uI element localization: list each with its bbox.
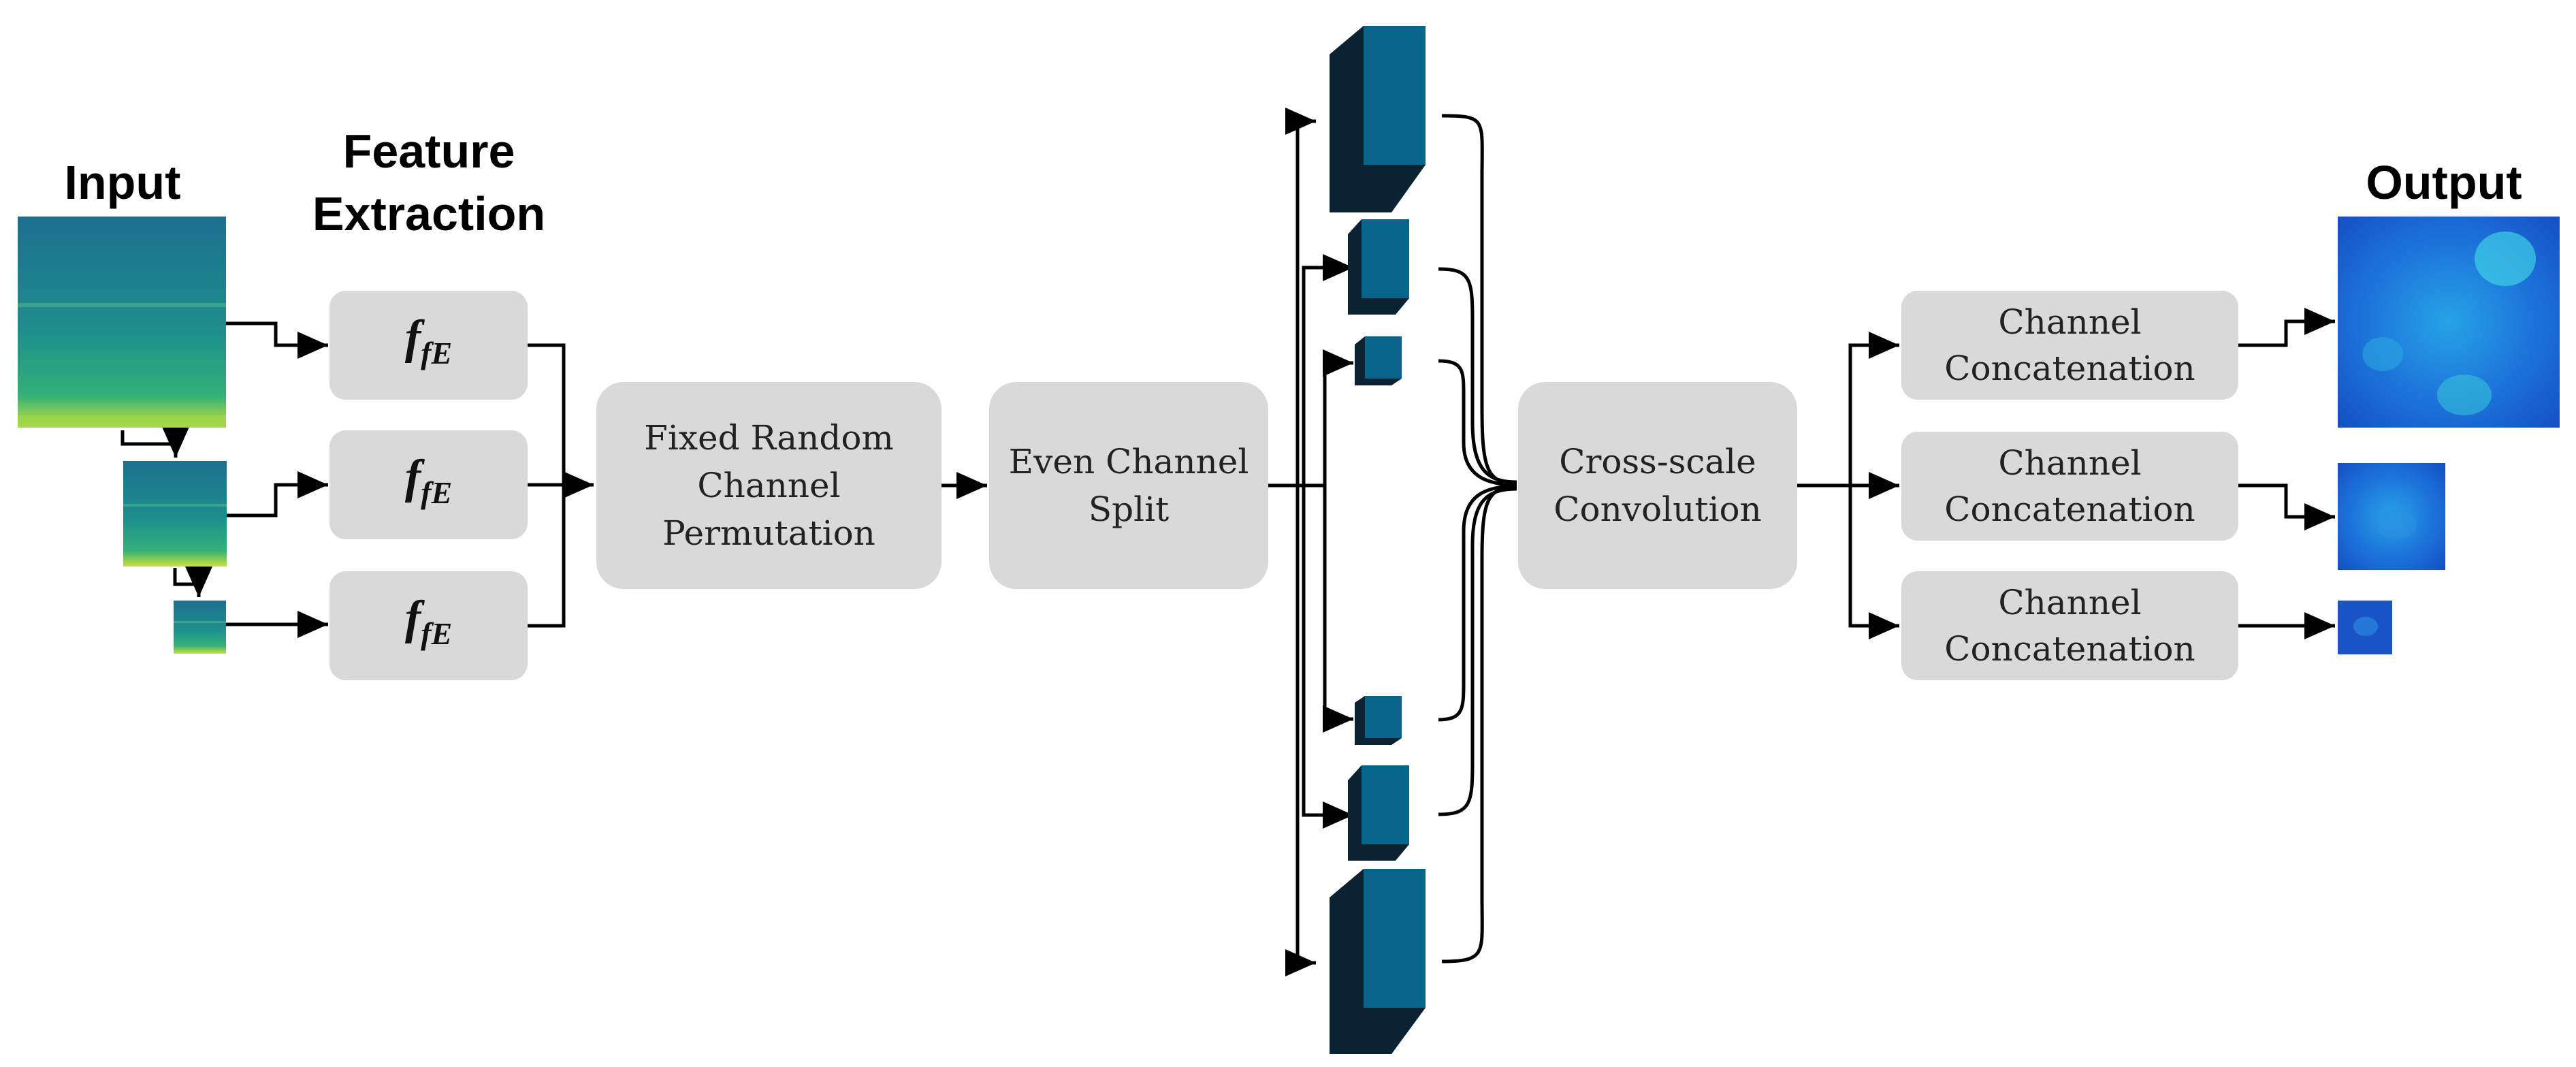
branch-5 [1302,485,1353,829]
concat-box-2: Channel Concatenation [1901,432,2238,541]
brace-4 [1438,484,1517,722]
branch-3 [1323,349,1353,485]
split-line1: Even Channel [1008,442,1249,481]
concat1-line1: Channel [1998,302,2142,342]
arrow-to-concat1 [1848,332,1899,485]
feature-extractor-box-1: ffE [329,291,528,400]
cube-large-bottom [1330,869,1426,1054]
cube-medium-bottom [1348,765,1409,861]
branch-2 [1302,254,1353,485]
brace-2 [1438,267,1517,484]
cube-small-bottom [1355,696,1402,745]
brace-1 [1441,114,1517,485]
output-map-large [2338,217,2560,428]
concat3-line2: Concatenation [1944,629,2195,669]
arrow-concat1-to-output1 [2238,308,2335,347]
arrow-concat2-to-output2 [2238,483,2335,530]
arrow-input-to-scale2 [120,427,189,458]
cube-small-top [1355,336,1402,385]
cube-large-top [1330,26,1426,212]
fe1-subscript: fE [421,335,453,370]
concat2-line1: Channel [1998,443,2142,483]
branch-6 [1285,485,1316,976]
cross-scale-box: Cross-scale Convolution [1518,382,1797,589]
feature-header-line2: Extraction [312,187,546,240]
fe1-symbol: f [404,310,421,364]
brace-3 [1438,359,1517,487]
arrow-scale2-to-fe2 [226,471,328,517]
output-header: Output [2366,156,2522,209]
input-spectrogram-small [174,601,226,654]
fe2-subscript: fE [421,475,453,510]
permutation-box: Fixed Random Channel Permutation [596,382,941,589]
feature-extractor-box-3: ffE [329,571,528,680]
branch-1 [1285,108,1316,485]
permutation-line1: Fixed Random [644,418,894,458]
feature-extraction-header: Feature Extraction [286,120,572,245]
concat2-line2: Concatenation [1944,490,2195,529]
concat-box-1: Channel Concatenation [1901,291,2238,400]
input-header: Input [64,156,181,209]
brace-5 [1438,487,1517,816]
fe2-symbol: f [404,450,421,503]
permutation-line3: Permutation [662,513,875,553]
feature-header-line1: Feature [342,125,515,178]
split-box: Even Channel Split [989,382,1268,589]
feature-extractor-box-2: ffE [329,430,528,539]
branch-4 [1323,485,1353,733]
fe3-symbol: f [404,591,421,644]
concat-box-3: Channel Concatenation [1901,571,2238,680]
arrow-scale2-to-scale3 [173,567,212,597]
arrow-input-to-fe1 [226,321,328,359]
concat1-line2: Concatenation [1944,349,2195,388]
split-line2: Split [1088,490,1170,529]
cross-scale-line2: Convolution [1553,490,1762,529]
output-map-medium [2338,463,2445,570]
cube-medium-top [1348,219,1409,315]
permutation-line2: Channel [697,466,841,505]
fe3-subscript: fE [421,616,453,651]
output-map-small [2338,601,2392,654]
input-spectrogram-medium [123,461,227,567]
cross-scale-line1: Cross-scale [1559,442,1756,481]
brace-6 [1441,485,1517,964]
input-spectrogram-large [18,217,226,428]
arrow-to-concat3 [1848,485,1899,639]
concat3-line1: Channel [1998,583,2142,622]
